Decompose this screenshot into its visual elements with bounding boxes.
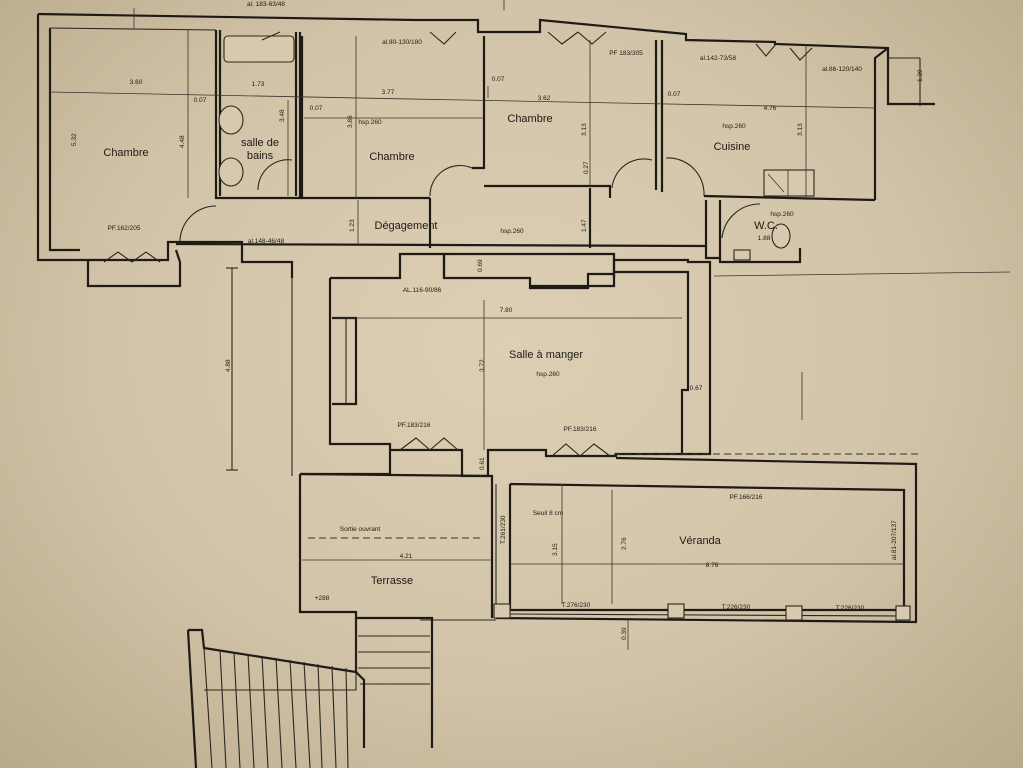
interior-walls (174, 30, 876, 264)
dim-ch1-depth: 4.48 (179, 135, 186, 148)
dim-bath-depth: 3.48 (279, 109, 286, 122)
height-dining: hsp.260 (536, 371, 560, 378)
label-t3: T.226/230 (836, 605, 865, 612)
terrace-veranda-walls (298, 456, 918, 672)
wc-fixtures (733, 223, 791, 261)
room-label-chambre-3: Chambre (507, 113, 552, 125)
label-fen-kit1: al.142-73/58 (700, 55, 737, 62)
dim-ch3-depth: 3.13 (581, 123, 588, 136)
room-label-wc: W.C. (754, 220, 778, 232)
exterior-stairs (186, 616, 434, 768)
room-label-salle-de-bains-2: bains (247, 150, 274, 162)
bathroom-fixtures (218, 31, 295, 187)
height-degagement: hsp.260 (500, 228, 524, 235)
dim-wall-b: 0.07 (310, 105, 323, 112)
dim-deg-depth: 1.23 (349, 219, 356, 232)
height-cuisine: hsp.260 (722, 123, 746, 130)
dim-ch1-width: 3.60 (130, 79, 143, 86)
dim-ch3-width: 3.62 (538, 95, 551, 102)
dim-wall-f: 0.61 (479, 457, 486, 470)
dim-dining-wall: 0.69 (477, 259, 484, 272)
dim-wall-a: 0.07 (194, 97, 207, 104)
label-plus-level: +288 (315, 595, 330, 602)
room-label-chambre-2: Chambre (369, 151, 414, 163)
label-pf-dining-1: PF.183/216 (398, 422, 431, 429)
room-label-salle-de-bains-1: salle de (241, 137, 279, 149)
dim-bath-width: 1.73 (252, 81, 265, 88)
height-ch2: hsp.260 (358, 119, 382, 126)
label-t-left: T.261/230 (500, 515, 507, 544)
room-label-salle-a-manger: Salle à manger (509, 349, 583, 361)
dim-dining-width: 7.80 (500, 307, 513, 314)
label-fen-bath: al. 183-63/48 (247, 1, 285, 8)
room-label-cuisine: Cuisine (714, 141, 751, 153)
label-pf-ch1: PF.162/205 (108, 225, 141, 232)
label-pf-ch3: PF 183/305 (609, 50, 643, 57)
label-fen-dining: AL.116-90/86 (403, 287, 442, 294)
dim-ver-width: 8.76 (706, 562, 719, 569)
label-sortie: Sortie ouvrant (340, 526, 381, 533)
room-label-chambre-1: Chambre (103, 147, 148, 159)
room-labels: Chambre salle de bains Chambre Chambre C… (103, 113, 778, 587)
dining-door-swings (399, 437, 611, 457)
height-labels: hsp.260 hsp.260 hsp.260 hsp.260 hsp.260 (358, 119, 794, 378)
dim-ver-depth: 3.15 (552, 543, 559, 556)
kitchen-sink (763, 169, 815, 197)
label-fen-ch2: al.80-130/180 (382, 39, 422, 46)
room-label-terrasse: Terrasse (371, 575, 413, 587)
dim-kit-width: 4.76 (764, 105, 777, 112)
dim-wall-e: 0.07 (668, 91, 681, 98)
dim-left-ext: 4.88 (225, 359, 232, 372)
label-t1: T.276/230 (562, 602, 591, 609)
label-fen-kit2: al.86-120/140 (822, 66, 862, 73)
dim-wc-width: 1.88 (758, 235, 771, 242)
dim-kit-depth: 3.13 (797, 123, 804, 136)
door-swings (103, 31, 813, 263)
dim-bottom-mark: 0.39 (621, 627, 628, 640)
dim-ch2-depth: 3.86 (347, 115, 354, 128)
dim-side-mark: 1.39 (917, 69, 924, 82)
height-wc: hsp.260 (770, 211, 794, 218)
bay-window (86, 260, 182, 288)
dim-dining-pillar: 0.67 (690, 385, 703, 392)
label-t2: T.226/230 (722, 604, 751, 611)
exterior-walls (36, 12, 935, 278)
dim-ch2-width: 3.77 (382, 89, 395, 96)
room-label-veranda: Véranda (679, 535, 721, 547)
label-seuil: Seuil 8 cm (533, 510, 563, 517)
dim-wall-c: 0.07 (492, 76, 505, 83)
right-area-edges (614, 271, 1011, 455)
dim-ver-depth-2: 2.76 (621, 537, 628, 550)
label-pf-veranda: PF.166/216 (730, 494, 763, 501)
dim-ch1-outer: 5.32 (71, 133, 78, 146)
room-label-degagement: Dégagement (375, 220, 438, 232)
dim-terr-width: 4.21 (400, 553, 413, 560)
label-t-right: al.81-207/137 (891, 520, 898, 560)
label-fen-hall: al.148-46/48 (248, 238, 285, 245)
label-pf-dining-2: PF.183/216 (564, 426, 597, 433)
dimension-labels: 3.60 1.73 0.07 0.07 3.77 0.07 3.62 0.07 … (71, 69, 924, 640)
opening-labels: al. 183-63/48 al.80-130/180 PF 183/305 a… (108, 1, 898, 612)
dimension-lines (49, 0, 904, 650)
dim-deg-depth-2: 1.47 (581, 219, 588, 232)
dining-walls (226, 252, 712, 478)
dim-wall-d: 0.27 (583, 161, 590, 174)
dim-dining-depth: 3.72 (479, 359, 486, 372)
